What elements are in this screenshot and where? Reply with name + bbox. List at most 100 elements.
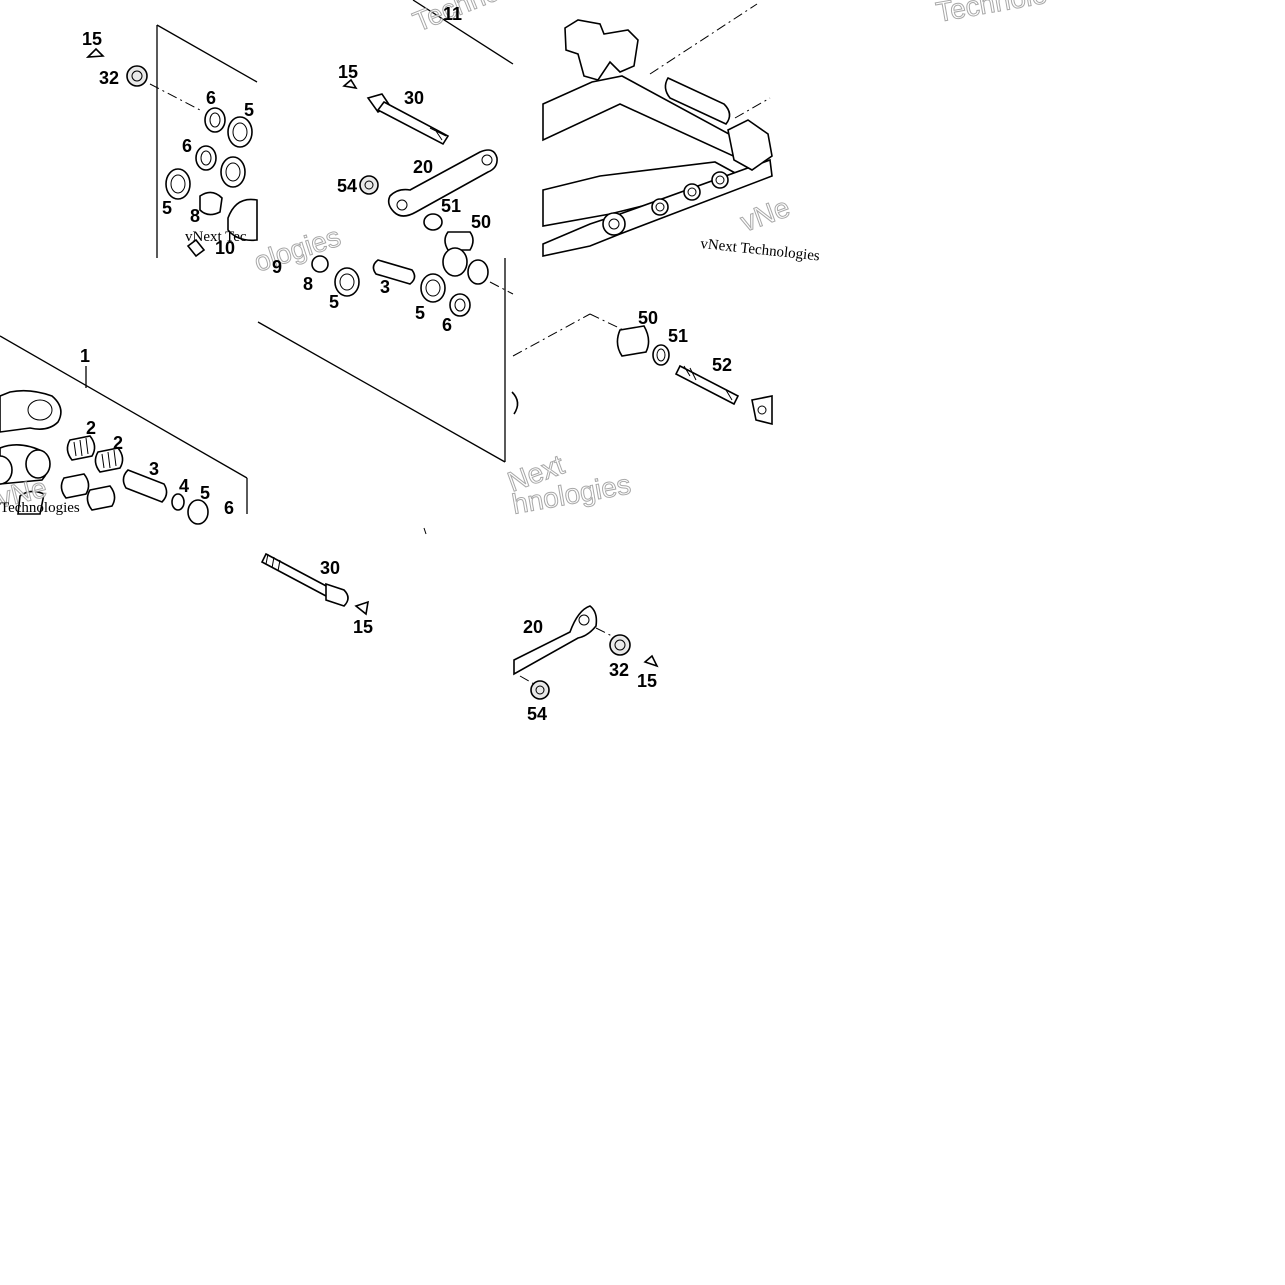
part-5-seal [442,247,468,277]
callout-6: 6 [224,498,234,518]
axis-line [512,313,591,357]
callout-51: 51 [441,196,461,216]
callout-6: 6 [182,136,192,156]
callout-15: 15 [353,617,373,637]
part-32-nut-hole [614,639,626,651]
swing-arm-bracket [727,119,773,171]
part-edge-fragment [511,391,519,415]
callout-50: 50 [471,212,491,232]
callout-10: 10 [215,238,235,258]
panel-top-middle: Techno 11 ologies 15 30 20 54 [250,0,514,463]
panel-top-right: Technolo vNe vNext Technologies [542,0,1050,265]
swing-arm-fragment [227,198,258,242]
part-2-needle-lines [73,437,89,457]
part-1-rocker-bore [27,399,53,421]
part-20-link-hole [578,614,590,626]
part-15-cap [643,654,659,668]
part-5-seal-inner [339,273,355,291]
callout-6: 6 [206,88,216,108]
part-2-needle-bearing [60,473,90,499]
part-5-seal [334,267,360,297]
axis-line [149,83,201,111]
part-6-ring-inner [209,112,221,128]
callout-9: 9 [272,257,282,277]
callout-4: 4 [179,476,189,496]
part-5-seal-inner [232,122,248,142]
part-6-ring-inner [454,298,466,312]
callout-8: 8 [190,206,200,226]
part-6-ring [195,145,217,171]
callout-54: 54 [337,176,357,196]
part-20-link-arm [387,149,498,217]
panel-middle-left-edge-top [0,335,248,479]
part-5-seal [420,273,446,303]
callout-20: 20 [413,157,433,177]
part-20-link-arm [513,605,598,676]
callout-15: 15 [338,62,358,82]
part-20-link-hole [396,199,408,211]
swing-arm-hole [683,183,701,201]
part-10-grease-fitting [186,238,206,258]
part-52-shaft-thread [683,365,733,401]
callout-3: 3 [380,277,390,297]
part-32-nut-hole [131,70,143,82]
axis-line [489,281,514,295]
callout-1: 1 [80,346,90,366]
part-32-nut [126,65,148,87]
part-30-bolt-shaft [376,100,450,146]
part-30-bolt-head [325,582,349,607]
callout-5: 5 [162,198,172,218]
part-52-shaft [674,364,740,406]
part-2-needle-lines [101,449,117,469]
swing-arm-hole [711,171,729,189]
part-50-bushing [616,325,650,357]
panel-top-middle-edge-top [412,0,514,65]
panel-top-left: 15 32 6 5 6 5 8 10 vNext Tec [82,24,258,258]
part-51-washer [423,213,443,231]
axis-line [649,3,758,75]
part-54-nut-hole [535,685,545,695]
part-15-cap [354,600,370,616]
part-1-rocker-lower [17,490,45,515]
part-3-spacer [372,259,416,285]
part-54-nut [530,680,550,700]
part-30-bolt-thread [429,127,447,141]
swing-arm-hole-inner [655,202,665,212]
callout-50: 50 [638,308,658,328]
callout-8: 8 [303,274,313,294]
callout-2: 2 [113,433,123,453]
callout-15: 15 [82,29,102,49]
part-6-ring [204,107,226,133]
watermark-text: Technolo [934,0,1050,28]
callout-6: 6 [442,315,452,335]
part-51-washer [652,344,670,366]
part-6-ring-inner [200,150,212,166]
callout-5: 5 [244,100,254,120]
watermark-text: vNext Tec [185,229,247,245]
swing-arm-hole-inner [715,175,725,185]
part-15-cap [342,78,358,90]
swing-arm-hole [651,198,669,216]
part-5-seal-inner [170,174,186,194]
panel-bottom-right: 20 32 15 54 [513,605,659,724]
swing-arm-hole-inner [687,187,697,197]
part-6-ring [467,259,489,285]
part-50-bushing [444,231,474,251]
part-20-link-hole [481,154,493,166]
part-5-seal-inner [425,279,441,297]
part-3-spacer [122,469,168,503]
panel-middle-right: 50 51 52 Next hnologies [503,308,773,520]
callout-5: 5 [415,303,425,323]
axis-line [519,675,535,685]
watermark-text: ologies [250,221,344,278]
callout-52: 52 [712,355,732,375]
part-52-end-cap-hole [757,405,767,415]
watermark-text: Technologies [0,500,80,516]
callout-2: 2 [86,418,96,438]
part-30-bolt-thread [265,553,281,572]
part-1-rocker-bore [25,449,51,479]
axis-line [595,627,613,637]
part-9-bearing [311,255,329,273]
